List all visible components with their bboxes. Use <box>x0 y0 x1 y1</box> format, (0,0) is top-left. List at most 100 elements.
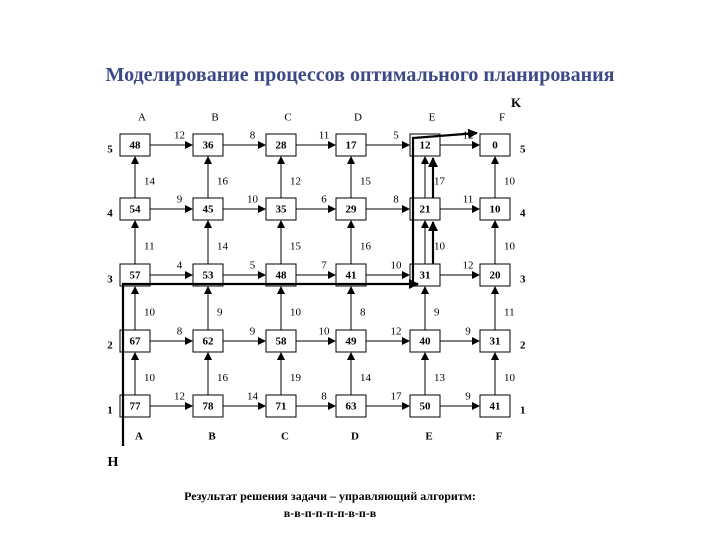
edge-cost-label: 12 <box>463 130 474 142</box>
edge-cost-label: 10 <box>504 241 516 253</box>
node-box <box>119 133 151 157</box>
edge-cost-label: 10 <box>391 260 403 272</box>
column-label-top: E <box>429 112 436 124</box>
column-label-top: B <box>211 112 218 124</box>
node-box <box>265 329 297 353</box>
column-label-bottom: C <box>281 431 289 443</box>
node-value: 40 <box>420 336 432 348</box>
edge-cost-label: 14 <box>360 372 372 384</box>
edge-cost-label: 11 <box>319 130 330 142</box>
node-value: 10 <box>490 204 502 216</box>
node-value: 45 <box>203 204 215 216</box>
node-box <box>409 394 441 418</box>
edge-cost-label: 10 <box>144 372 156 384</box>
node-box <box>119 329 151 353</box>
edge-cost-label: 8 <box>321 391 327 403</box>
column-label-bottom: F <box>496 431 503 443</box>
node-box <box>192 197 224 221</box>
node-value: 41 <box>346 270 357 282</box>
node-box <box>335 197 367 221</box>
node-value: 29 <box>346 204 358 216</box>
edge-cost-label: 17 <box>434 176 446 188</box>
edge-cost-label: 16 <box>217 372 229 384</box>
node-box <box>192 394 224 418</box>
row-label-left: 4 <box>107 208 113 220</box>
edge-cost-label: 12 <box>391 326 402 338</box>
node-value: 54 <box>130 204 142 216</box>
node-value: 48 <box>276 270 288 282</box>
node-box <box>479 394 511 418</box>
node-value: 28 <box>276 140 288 152</box>
column-label-bottom: D <box>351 431 359 443</box>
node-box <box>335 133 367 157</box>
edge-cost-label: 9 <box>465 391 471 403</box>
edge-cost-label: 6 <box>321 194 327 206</box>
edge-cost-label: 10 <box>144 307 156 319</box>
finish-label: K <box>511 95 522 110</box>
node-value: 67 <box>130 336 142 348</box>
node-box <box>479 133 511 157</box>
node-value: 63 <box>346 401 358 413</box>
result-line-2: в-в-п-п-п-п-в-п-в <box>283 506 377 520</box>
node-box <box>479 329 511 353</box>
edge-cost-label: 11 <box>463 194 474 206</box>
edge-cost-label: 19 <box>290 372 302 384</box>
edge-cost-label: 9 <box>250 326 256 338</box>
column-label-bottom: B <box>208 431 216 443</box>
edge-cost-label: 16 <box>360 241 372 253</box>
optimal-path-segment <box>121 279 419 446</box>
edge-cost-label: 9 <box>465 326 471 338</box>
node-value: 41 <box>490 401 501 413</box>
row-label-left: 2 <box>107 340 113 352</box>
node-box <box>119 197 151 221</box>
node-box <box>409 329 441 353</box>
edge-cost-label: 9 <box>217 307 223 319</box>
node-box <box>192 329 224 353</box>
node-box <box>409 133 441 157</box>
page-title: Моделирование процессов оптимального пла… <box>105 64 615 86</box>
node-box <box>479 263 511 287</box>
node-value: 0 <box>492 140 498 152</box>
column-label-bottom: E <box>425 431 432 443</box>
node-value: 58 <box>276 336 288 348</box>
edge-cost-label: 17 <box>391 391 403 403</box>
node-value: 21 <box>420 204 431 216</box>
edge-cost-label: 12 <box>290 176 301 188</box>
node-value: 35 <box>276 204 288 216</box>
edge-cost-label: 10 <box>504 372 516 384</box>
row-label-left: 5 <box>107 144 113 156</box>
edge-cost-label: 12 <box>174 391 185 403</box>
edge-cost-label: 16 <box>217 176 229 188</box>
column-label-bottom: A <box>135 431 143 443</box>
edge-cost-label: 5 <box>393 130 399 142</box>
node-box <box>479 197 511 221</box>
node-box <box>265 394 297 418</box>
node-value: 20 <box>490 270 502 282</box>
node-value: 31 <box>490 336 501 348</box>
edge-cost-label: 14 <box>144 176 156 188</box>
node-box <box>265 133 297 157</box>
edge-cost-label: 13 <box>434 372 446 384</box>
row-label-right: 5 <box>520 144 526 156</box>
edge-cost-label: 11 <box>144 241 155 253</box>
edge-cost-label: 10 <box>247 194 259 206</box>
column-label-top: F <box>499 112 505 124</box>
result-caption: Результат решения задачи – управляющий а… <box>120 488 540 522</box>
edge-cost-label: 4 <box>177 260 183 272</box>
edge-cost-label: 9 <box>434 307 440 319</box>
column-label-top: D <box>354 112 362 124</box>
edge-cost-label: 10 <box>434 241 446 253</box>
edge-cost-label: 15 <box>290 241 302 253</box>
node-value: 36 <box>203 140 215 152</box>
edge-cost-label: 12 <box>174 130 185 142</box>
edge-cost-label: 10 <box>290 307 302 319</box>
node-value: 77 <box>130 401 142 413</box>
edge-cost-label: 11 <box>504 307 515 319</box>
node-box <box>335 394 367 418</box>
edge-cost-label: 8 <box>250 130 256 142</box>
node-value: 31 <box>420 270 431 282</box>
node-value: 12 <box>420 140 432 152</box>
node-box <box>265 263 297 287</box>
node-box <box>119 394 151 418</box>
node-box <box>335 263 367 287</box>
